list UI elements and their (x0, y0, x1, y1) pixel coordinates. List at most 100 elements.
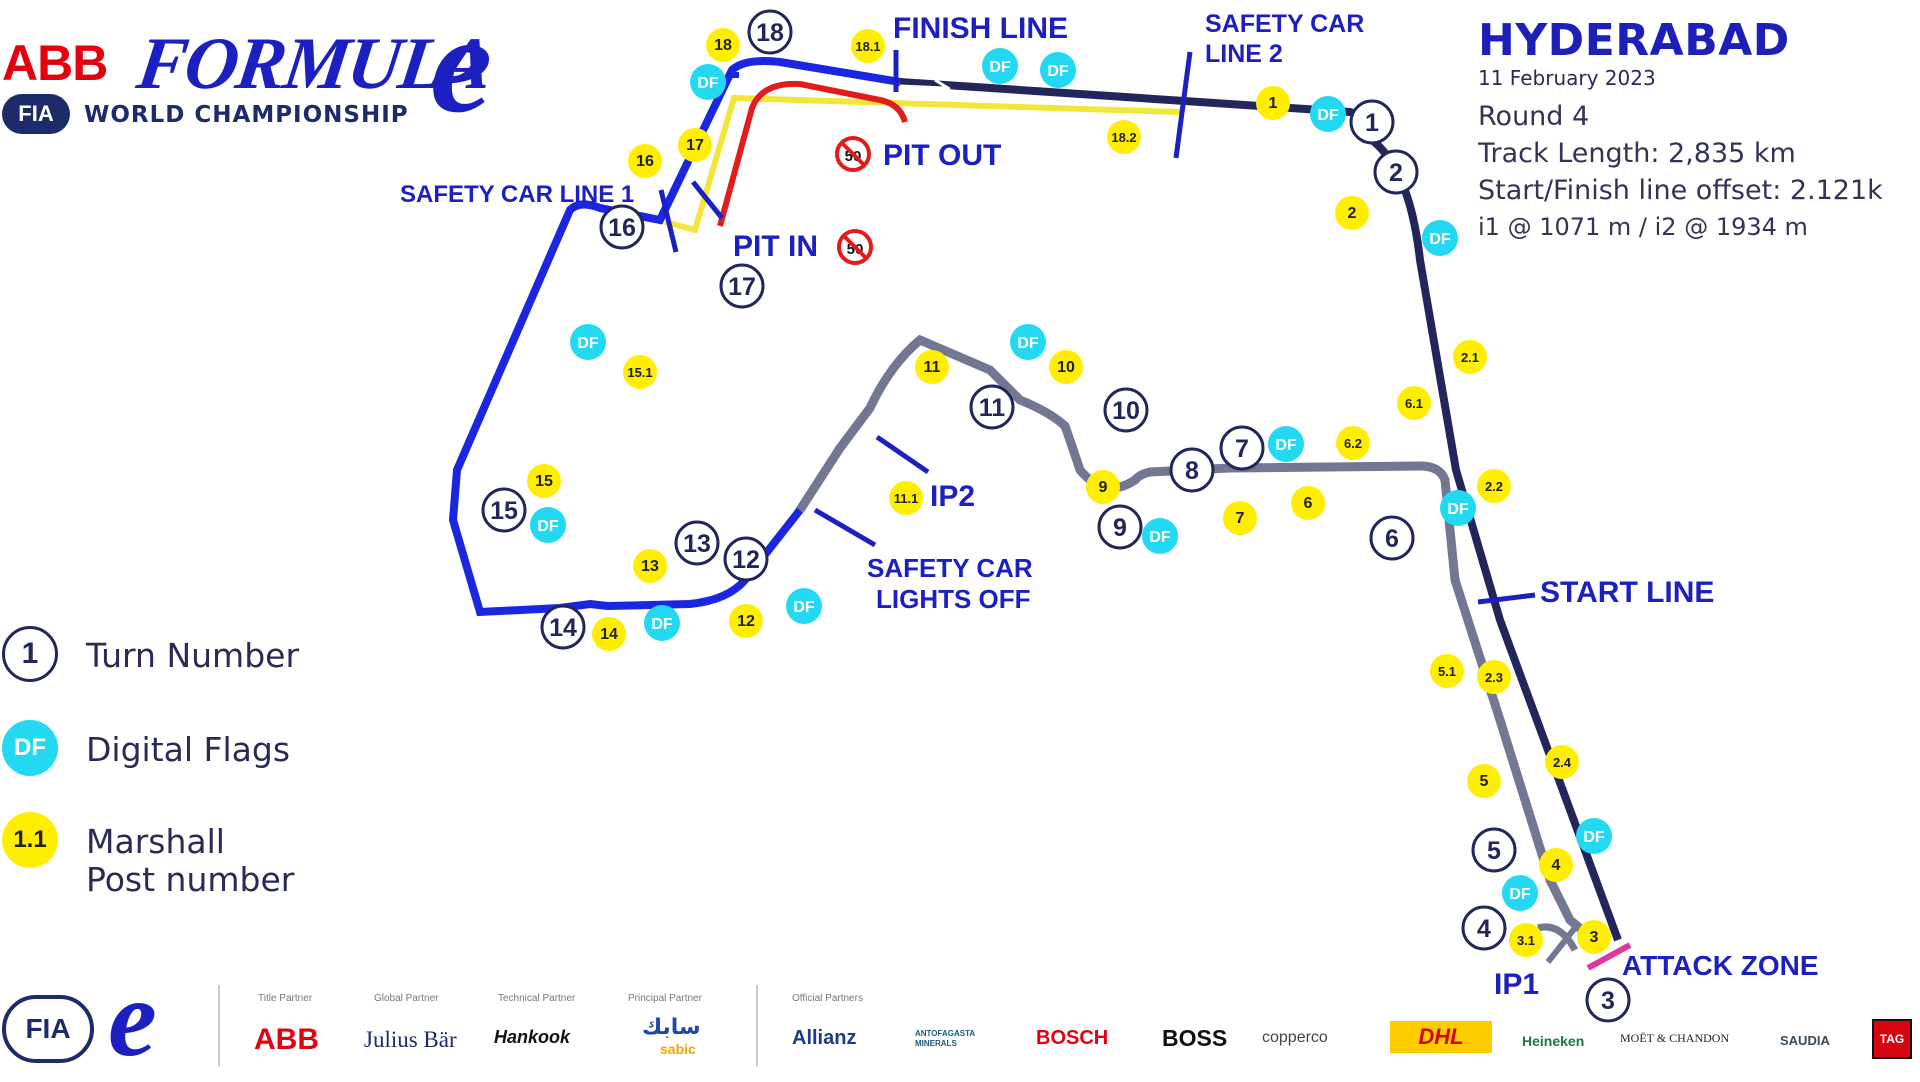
turn-number-marker: 14 (540, 604, 586, 650)
digital-flag-label: DF (793, 599, 815, 616)
digital-flag-marker: DF (1502, 875, 1538, 911)
digital-flag-marker: DF (1422, 220, 1458, 256)
marshal-post-label: 17 (686, 137, 704, 154)
event-city: HYDERABAD (1478, 15, 1790, 66)
event-info-panel: HYDERABAD 11 February 2023 Round 4 Track… (1478, 18, 1920, 246)
turn-number-label: 8 (1185, 457, 1199, 485)
turn-number-marker: 9 (1097, 504, 1143, 550)
marshal-post-label: 5 (1480, 773, 1489, 790)
digital-flag-label: DF (1149, 529, 1171, 546)
marshal-post-marker: 15.1 (623, 355, 657, 389)
safety-car-line-1-marker-b (691, 180, 724, 220)
marshal-post-label: 6 (1304, 495, 1313, 512)
marshal-post-marker: 3 (1577, 920, 1611, 954)
turn-number-marker: 8 (1169, 447, 1215, 493)
event-intermediates: i1 @ 1071 m / i2 @ 1934 m (1478, 213, 1808, 241)
marshal-post-marker: 18.2 (1107, 120, 1141, 154)
marshal-post-marker: 2.4 (1545, 745, 1579, 779)
ip2-marker (875, 434, 930, 475)
turn-number-label: 12 (732, 546, 760, 574)
title-partner-caption: Title Partner (258, 993, 313, 1004)
marshal-post-label: 14 (600, 626, 618, 643)
marshal-post-label: 15.1 (627, 365, 652, 380)
digital-flag-marker: DF (1142, 518, 1178, 554)
turn-number-label: 18 (756, 19, 784, 47)
legend-marshal-label-2: Post number (86, 860, 295, 899)
sc-lights-off-marker (813, 507, 877, 548)
turn-number-label: 7 (1235, 435, 1249, 463)
marshal-post-marker: 18.1 (851, 29, 885, 63)
marshal-post-marker: 13 (633, 549, 667, 583)
marshal-post-marker: 6 (1291, 486, 1325, 520)
bosch-logo: BOSCH (1036, 1027, 1109, 1049)
formula-e-footer-logo: e (108, 957, 157, 1079)
turn-number-label: 1 (1365, 109, 1379, 137)
ip1-marker (1545, 922, 1581, 964)
digital-flag-label: DF (1509, 886, 1531, 903)
world-championship-text: WORLD CHAMPIONSHIP (84, 102, 409, 128)
pit-direction-arrow (899, 78, 952, 96)
track-sector-blue (448, 57, 901, 617)
safety-car-line-1-marker (658, 189, 679, 253)
marshal-post-label: 6.2 (1344, 436, 1362, 451)
abb-logo-text: ABB (2, 35, 108, 91)
pit-lane-red (717, 80, 908, 227)
digital-flag-marker: DF (644, 605, 680, 641)
heineken-logo: Heineken (1522, 1033, 1585, 1049)
legend-df-symbol: DF (14, 734, 46, 761)
fia-footer-logo-icon: FIA (2, 995, 94, 1063)
digital-flag-marker: DF (982, 48, 1018, 84)
marshal-post-marker: 4 (1539, 848, 1573, 882)
turn-number-label: 3 (1601, 987, 1615, 1015)
marshal-post-label: 2.2 (1485, 479, 1503, 494)
marshal-post-marker: 5.1 (1430, 654, 1464, 688)
marshal-post-marker: 14 (592, 617, 626, 651)
event-round: Round 4 (1478, 101, 1590, 132)
digital-flag-label: DF (577, 335, 599, 352)
speed-limit-sign-pit-out: 50 (835, 136, 871, 172)
turn-number-label: 17 (728, 273, 756, 301)
marshal-post-marker: 12 (729, 604, 763, 638)
pit-lane-yellow (664, 94, 1181, 234)
turn-number-marker: 13 (674, 520, 720, 566)
digital-flag-marker: DF (1310, 96, 1346, 132)
boss-logo: BOSS (1162, 1025, 1228, 1051)
marshal-post-marker: 6.1 (1397, 386, 1431, 420)
global-partner-logo: Julius Bär (364, 1027, 457, 1052)
marshal-post-label: 10 (1057, 359, 1075, 376)
marshal-post-label: 13 (641, 558, 659, 575)
legend-turn-symbol: 1 (21, 637, 39, 670)
turn-number-marker: 1 (1349, 99, 1395, 145)
technical-partner-logo: Hankook (494, 1027, 571, 1047)
marshal-post-marker: 9 (1086, 470, 1120, 504)
marshal-post-label: 9 (1099, 479, 1108, 496)
sc-lights-off-label-b: LIGHTS OFF (876, 584, 1031, 614)
track-grey-spur (1537, 923, 1579, 952)
speed-limit-sign-pit-in: 50 (837, 229, 873, 265)
event-track-length: Track Length: 2,835 km (1478, 138, 1796, 169)
digital-flag-label: DF (1429, 231, 1451, 248)
map-legend: 1 Turn Number DF Digital Flags 1.1 Marsh… (0, 620, 360, 910)
tag-heuer-text: TAG (1879, 1032, 1905, 1046)
digital-flag-marker: DF (1268, 426, 1304, 462)
legend-df-icon: DF (2, 720, 58, 776)
safety-car-line-2-label: SAFETY CAR (1205, 10, 1364, 38)
dhl-logo-text: DHL (1418, 1024, 1464, 1049)
tag-heuer-logo: TAG (1872, 1019, 1912, 1059)
marshal-post-label: 3 (1590, 929, 1599, 946)
digital-flag-marker: DF (570, 324, 606, 360)
legend-marshal-symbol: 1.1 (13, 826, 47, 853)
legend-marshal-label-1: Marshall (86, 822, 225, 861)
digital-flag-label: DF (1017, 335, 1039, 352)
marshal-post-marker: 18 (706, 28, 740, 62)
digital-flag-label: DF (1583, 829, 1605, 846)
marshal-post-label: 11.1 (894, 491, 919, 506)
marshal-post-marker: 11 (915, 350, 949, 384)
fia-badge-icon: FIA (2, 94, 70, 134)
legend-turn-icon: 1 (2, 626, 58, 682)
turn-number-label: 6 (1385, 525, 1399, 553)
marshal-post-marker: 3.1 (1509, 923, 1543, 957)
digital-flag-label: DF (1317, 107, 1339, 124)
turn-number-label: 10 (1112, 397, 1140, 425)
